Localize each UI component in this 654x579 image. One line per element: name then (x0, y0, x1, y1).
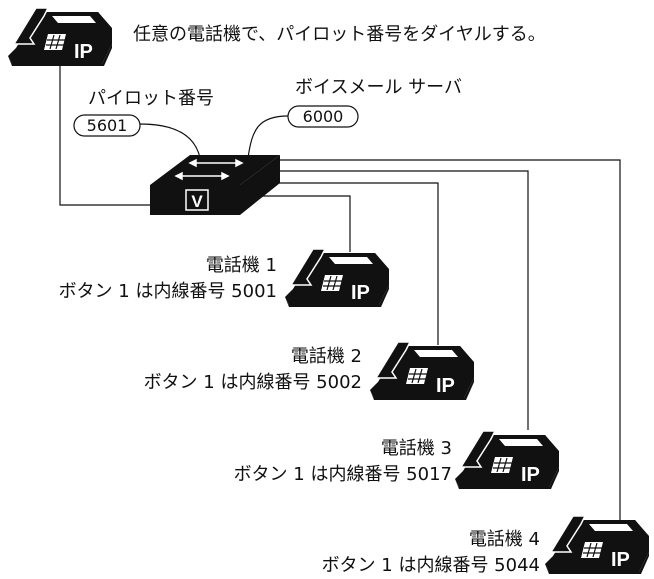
pilot-connector (139, 123, 201, 159)
instruction-text: 任意の電話機で、パイロット番号をダイヤルする。 (133, 24, 546, 45)
phone3-icon: IP (454, 430, 560, 490)
gateway-badge: V (191, 192, 203, 211)
voicemail-server-label: ボイスメール サーバ (295, 77, 462, 98)
ip-badge: IP (521, 464, 540, 486)
phone1-name: 電話機 1 (206, 255, 277, 276)
phone3-line (280, 170, 529, 430)
ip-badge: IP (74, 41, 93, 63)
voice-gateway-switch: V (150, 155, 280, 215)
voicemail-number-value: 6000 (303, 107, 344, 126)
pilot-number-label: パイロット番号 (88, 88, 214, 109)
phone4-button-desc: ボタン 1 は内線番号 5044 (322, 555, 540, 576)
phone2-name: 電話機 2 (291, 346, 362, 367)
phone4-name: 電話機 4 (469, 529, 540, 550)
phone3-button-desc: ボタン 1 は内線番号 5017 (234, 464, 452, 485)
phone1-button-desc: ボタン 1 は内線番号 5001 (59, 281, 277, 302)
phone1-line (235, 195, 351, 252)
phone1-icon: IP (284, 248, 390, 308)
phone4-icon: IP (544, 515, 650, 575)
caller-phone: IP (7, 7, 113, 67)
phone2-icon: IP (369, 341, 475, 401)
ip-badge: IP (351, 282, 370, 304)
network-lines (59, 65, 621, 525)
switch-arrows-icon (174, 158, 244, 181)
ip-badge: IP (436, 375, 455, 397)
phone2-line (275, 182, 439, 345)
pilot-number-value: 5601 (87, 116, 128, 135)
pilot-number-bubble: 5601 (73, 114, 141, 137)
voicemail-number-bubble: 6000 (287, 105, 359, 128)
caller-line (59, 65, 150, 206)
phone4-line (280, 159, 621, 525)
phone2-button-desc: ボタン 1 は内線番号 5002 (144, 372, 362, 393)
voicemail-connector (247, 115, 289, 159)
phone3-name: 電話機 3 (381, 438, 452, 459)
ip-badge: IP (611, 549, 630, 571)
